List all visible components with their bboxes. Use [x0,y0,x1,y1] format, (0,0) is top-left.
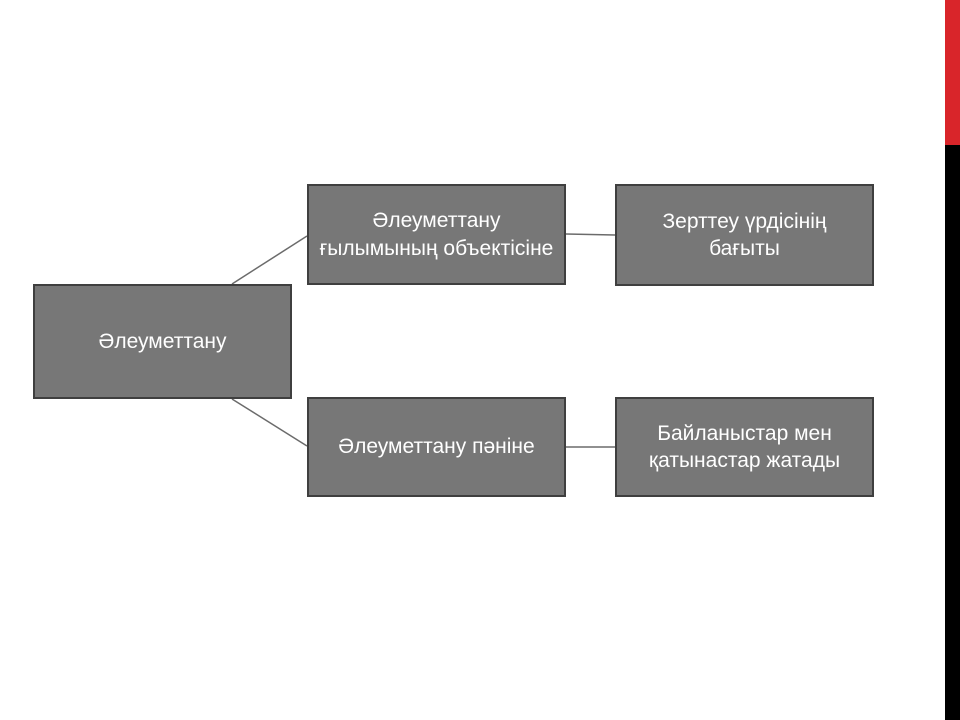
node-root: Әлеуметтану [33,284,292,399]
node-direction-label: Зерттеу үрдісінің бағыты [662,209,827,260]
node-relations-label: Байланыстар мен қатынастар жатады [648,421,841,472]
node-relations: Байланыстар мен қатынастар жатады [615,397,874,497]
accent-bar-black [945,145,960,720]
connector-object-direction [565,233,616,236]
node-subject: Әлеуметтану пәніне [307,397,566,497]
node-object-label: Әлеуметтану ғылымының объектісіне [319,209,554,260]
accent-bar-red [945,0,960,145]
node-root-label: Әлеуметтану [98,329,227,353]
node-direction: Зерттеу үрдісінің бағыты [615,184,874,286]
node-object: Әлеуметтану ғылымының объектісіне [307,184,566,285]
node-subject-label: Әлеуметтану пәніне [338,435,535,459]
connector-root-object [231,235,308,285]
connector-root-subject [231,398,308,447]
